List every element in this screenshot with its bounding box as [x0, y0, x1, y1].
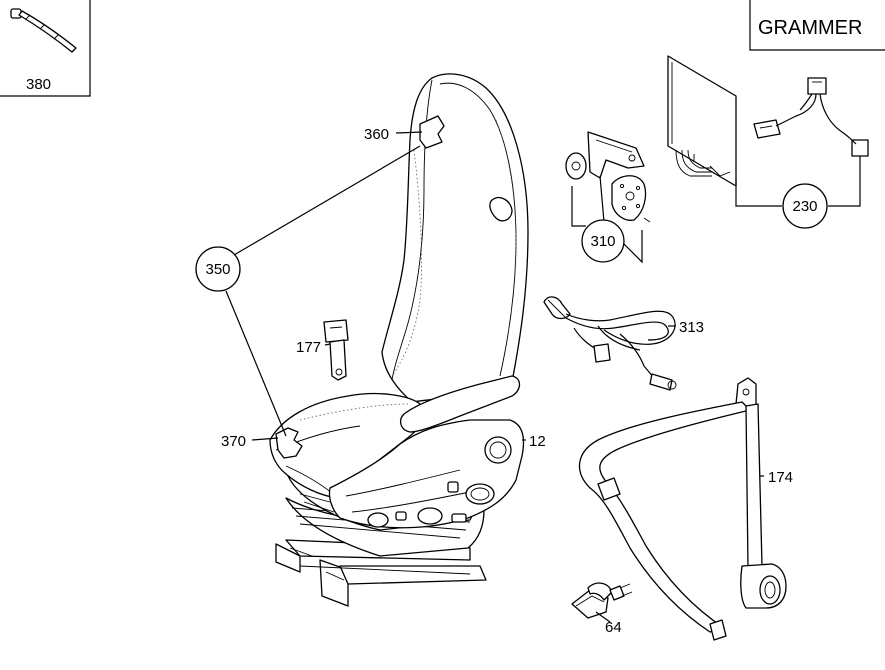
label-313: 313 — [679, 319, 704, 336]
label-380: 380 — [26, 76, 51, 93]
callout-230: 230 — [782, 183, 828, 229]
module-230 — [667, 55, 869, 207]
cable-tie-icon — [10, 8, 77, 53]
belt-174 — [578, 377, 787, 641]
label-360: 360 — [364, 126, 389, 143]
callout-350: 350 — [195, 246, 241, 292]
label-310: 310 — [590, 233, 615, 250]
callout-310: 310 — [581, 219, 625, 263]
seat-backrest — [381, 73, 529, 403]
label-174: 174 — [768, 469, 793, 486]
label-64: 64 — [605, 619, 622, 636]
label-370: 370 — [221, 433, 246, 450]
switch-64 — [571, 582, 633, 619]
brand-box: GRAMMER — [749, 0, 885, 51]
leader-lines — [225, 131, 764, 623]
seat-rails — [275, 539, 487, 607]
inset-380: 380 — [0, 0, 91, 97]
label-350: 350 — [205, 261, 230, 278]
buckle-177 — [323, 319, 349, 381]
cable-313 — [543, 296, 677, 391]
seat-side-panel — [299, 375, 525, 529]
bracket-310 — [565, 131, 651, 264]
brand-name: GRAMMER — [758, 17, 862, 39]
seat-cushion — [269, 392, 425, 499]
label-12: 12 — [529, 433, 546, 450]
label-177: 177 — [296, 339, 321, 356]
seat-assembly — [269, 73, 529, 607]
label-230: 230 — [792, 198, 817, 215]
